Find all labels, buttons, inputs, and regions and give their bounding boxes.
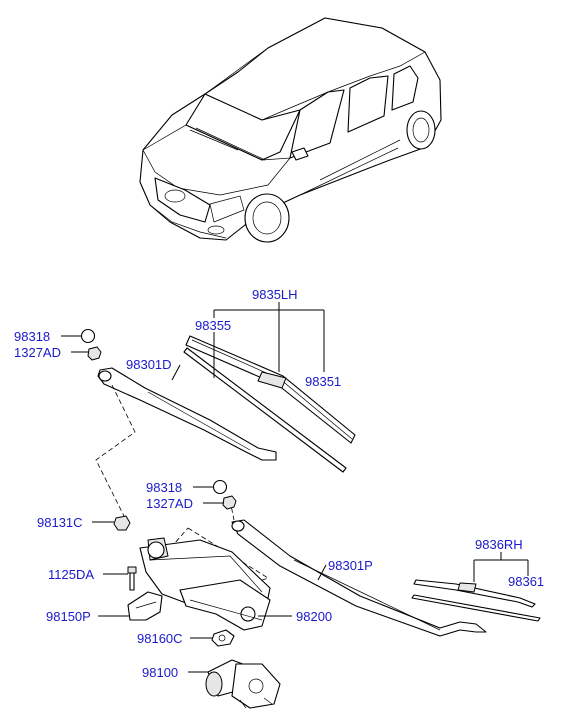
label-98301d: 98301D [126, 357, 172, 372]
car-illustration [139, 17, 442, 243]
blade-lh [97, 335, 356, 473]
label-98361: 98361 [508, 574, 544, 589]
label-1327ad-lower: 1327AD [146, 496, 193, 511]
label-98301p: 98301P [328, 558, 373, 573]
label-98318-lower: 98318 [146, 480, 182, 495]
label-98318-upper: 98318 [14, 329, 50, 344]
label-98351: 98351 [305, 374, 341, 389]
linkage-98200 [139, 537, 271, 631]
blade-rh [411, 579, 541, 622]
label-98355: 98355 [195, 318, 231, 333]
bracket-98150p [127, 591, 163, 621]
leader-lines [61, 302, 529, 673]
label-98131c: 98131C [37, 515, 83, 530]
label-98100: 98100 [142, 665, 178, 680]
part-labels: 9835LH 98355 98351 98318 1327AD 98301D 9… [14, 287, 544, 680]
label-9836rh: 9836RH [475, 537, 523, 552]
motor-98100 [205, 659, 281, 709]
cap-98318-upper [80, 328, 96, 344]
nut-1327ad-upper [87, 346, 102, 361]
nut-1327ad-lower [222, 495, 237, 510]
label-98200: 98200 [296, 609, 332, 624]
cap-98318-lower [212, 479, 228, 495]
label-1327ad-upper: 1327AD [14, 345, 61, 360]
bolt-1125da [127, 566, 137, 591]
washer-98160c [211, 629, 235, 647]
nut-98131c [113, 515, 131, 531]
arm-98301p [231, 519, 487, 637]
label-9835lh: 9835LH [252, 287, 298, 302]
label-98160c: 98160C [137, 631, 183, 646]
label-98150p: 98150P [46, 609, 91, 624]
label-1125da: 1125DA [48, 567, 94, 582]
